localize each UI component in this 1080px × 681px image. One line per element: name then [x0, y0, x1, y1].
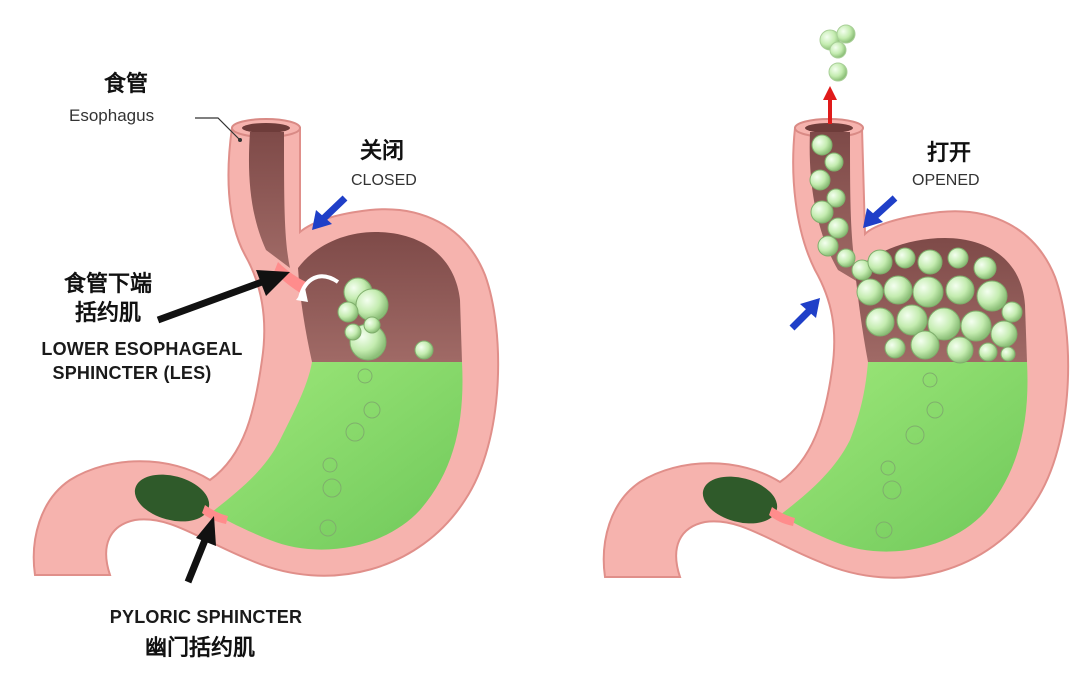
blue-arrow-closed — [312, 195, 348, 230]
les-arrow — [156, 270, 290, 324]
pyloric-sphincter-opened — [769, 507, 795, 526]
gastric-fluid-opened — [780, 362, 1028, 552]
closed-label-en: CLOSED — [351, 172, 417, 189]
les-label-zh-line1: 食管下端 — [63, 272, 153, 297]
esophagus-pointer-line — [195, 117, 241, 141]
esophagus-label-en: Esophagus — [69, 106, 155, 125]
les-label-en-line2: SPHINCTER (LES) — [52, 363, 212, 383]
les-label-en-line1: LOWER ESOPHAGEAL — [41, 339, 243, 359]
blue-arrow-opened-top — [863, 195, 898, 228]
pyloric-arrow — [184, 516, 216, 584]
stomach-closed — [32, 118, 500, 577]
opened-label-en: OPENED — [912, 172, 980, 189]
les-label-zh-line2: 括约肌 — [74, 301, 142, 326]
bubbles-closed — [319, 277, 434, 537]
esophagus-lumen-closed — [248, 132, 290, 268]
les-sphincter-closed — [274, 262, 306, 294]
opened-label-zh: 打开 — [927, 141, 972, 166]
bubbles-opened — [809, 134, 1023, 539]
red-reflux-arrow — [823, 86, 837, 124]
closed-label-zh: 关闭 — [360, 139, 405, 164]
pyloric-label-en: PYLORIC SPHINCTER — [109, 607, 303, 627]
gastric-fluid-closed — [212, 362, 463, 550]
esophagus-label-zh: 食管 — [104, 72, 149, 97]
pyloric-sphincter-closed — [202, 505, 228, 524]
escaping-bubbles — [819, 24, 856, 82]
pyloric-label-zh: 幽门括约肌 — [144, 636, 256, 661]
pylorus-opened — [702, 476, 778, 524]
pylorus-closed — [134, 474, 210, 522]
stomach-opened — [602, 24, 1070, 579]
blue-arrow-opened-bottom — [789, 298, 820, 331]
